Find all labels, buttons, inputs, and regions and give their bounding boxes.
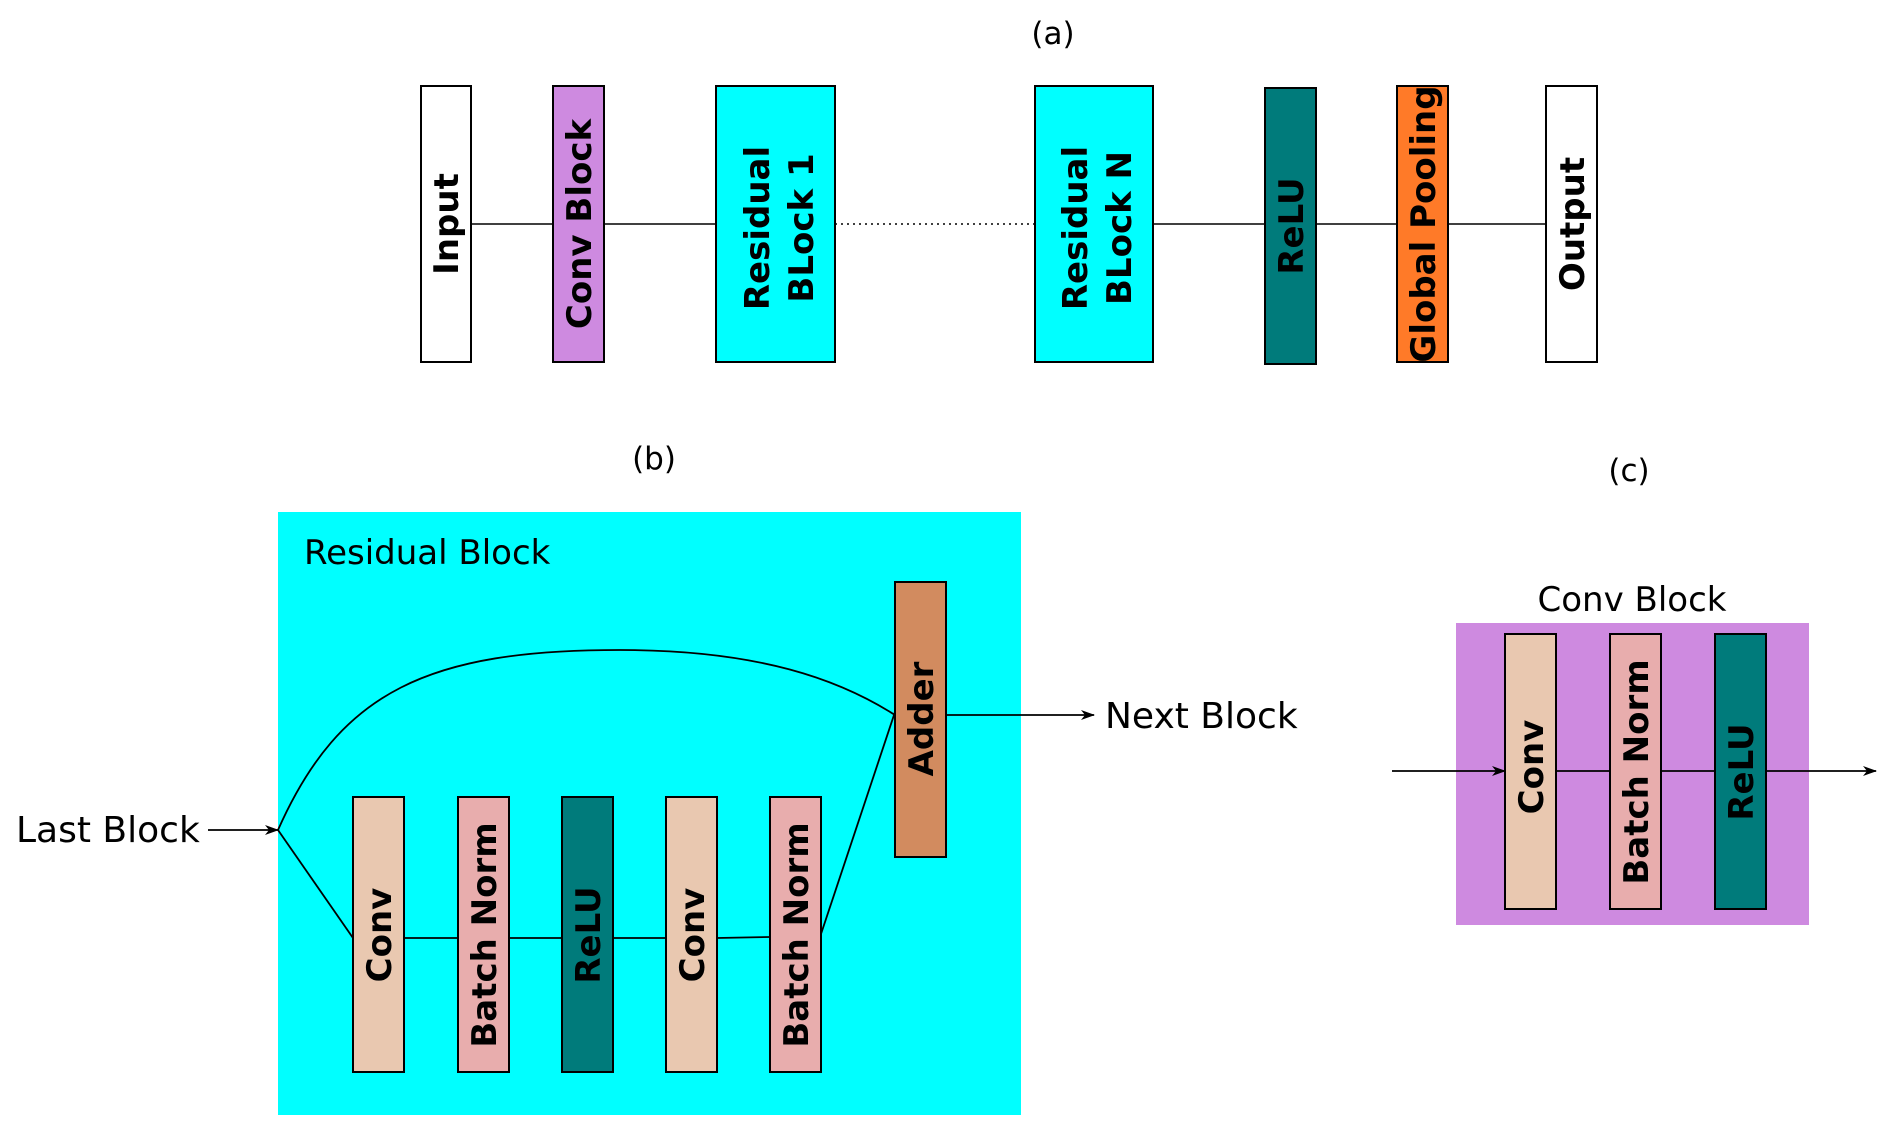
conv-block-layer-batch-norm: Batch Norm: [1609, 633, 1662, 910]
svg-text:Batch Norm: Batch Norm: [777, 822, 817, 1047]
global-pooling-label: Global Pooling: [1404, 85, 1444, 362]
conv-block-layer-conv: Conv: [1504, 633, 1557, 910]
relu-label: ReLU: [1272, 177, 1312, 274]
svg-text:Conv: Conv: [1512, 720, 1552, 815]
svg-text:Conv: Conv: [360, 888, 400, 983]
conv-block-title: Conv Block: [1538, 580, 1727, 620]
skip-connection: [277, 649, 896, 831]
residual-connectors: [208, 649, 1095, 939]
residual-layer-batch-norm-1: Batch Norm: [457, 796, 510, 1073]
residual-block-n: Residual BLock N: [1034, 85, 1154, 363]
panel-b-label: (b): [632, 441, 676, 477]
svg-text:Adder: Adder: [902, 661, 942, 776]
conv-block-a: Conv Block: [552, 85, 605, 363]
relu-block-a: ReLU: [1264, 87, 1317, 365]
residual-1-label-line1: Residual: [738, 146, 778, 310]
input-block: Input: [420, 85, 472, 363]
residual-layer-relu: ReLU: [561, 796, 614, 1073]
global-pooling-block: Global Pooling: [1396, 85, 1449, 363]
svg-text:Batch Norm: Batch Norm: [1617, 659, 1657, 884]
residual-layers: Conv Batch Norm ReLU Conv Batch Norm Add…: [352, 581, 947, 1073]
residual-block-detail: Residual Block Conv Batch Norm: [208, 512, 1095, 1115]
residual-block-title: Residual Block: [304, 533, 551, 573]
conv-block-detail: Conv Block Conv Batch Norm ReLU: [1392, 580, 1877, 925]
adder-block: Adder: [894, 581, 947, 858]
residual-layer-batch-norm-2: Batch Norm: [769, 796, 822, 1073]
last-block-label: Last Block: [16, 810, 200, 851]
output-block: Output: [1545, 85, 1598, 363]
residual-layer-conv-2: Conv: [665, 796, 718, 1073]
residual-n-label-line1: Residual: [1056, 146, 1096, 310]
svg-text:ReLU: ReLU: [569, 886, 609, 983]
residual-layer-conv-1: Conv: [352, 796, 405, 1073]
svg-text:Batch Norm: Batch Norm: [465, 822, 505, 1047]
residual-1-label-line2: BLock 1: [782, 153, 822, 302]
output-label: Output: [1553, 157, 1593, 291]
conv-block-label: Conv Block: [560, 118, 600, 330]
svg-text:Conv: Conv: [673, 888, 713, 983]
conv-block-layer-relu: ReLU: [1714, 633, 1767, 910]
panel-c-label: (c): [1608, 453, 1649, 489]
input-label: Input: [427, 173, 467, 275]
panel-a-label: (a): [1031, 16, 1074, 52]
svg-text:ReLU: ReLU: [1722, 723, 1762, 820]
residual-n-label-line2: BLock N: [1100, 151, 1140, 305]
next-block-label: Next Block: [1105, 696, 1298, 737]
residual-block-1: Residual BLock 1: [715, 85, 836, 363]
